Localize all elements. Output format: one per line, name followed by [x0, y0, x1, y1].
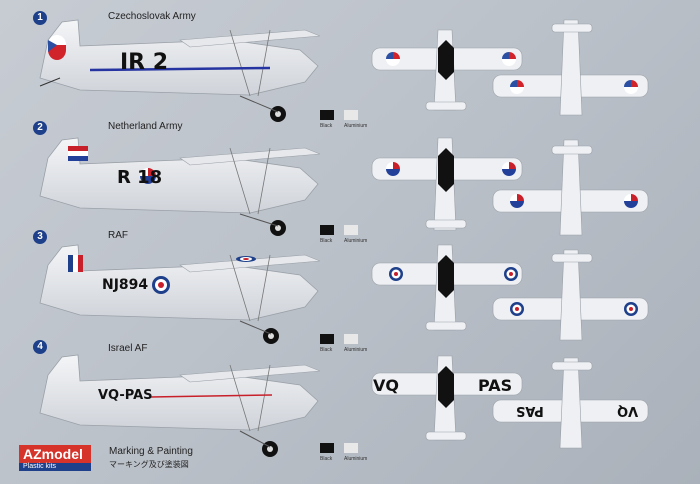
swatch-label: Aluminium	[344, 347, 368, 353]
aluminium-swatch	[344, 110, 358, 120]
plan-view-4-bottom	[492, 357, 649, 449]
swatch-label: Aluminium	[344, 456, 368, 462]
profile-title: Netherland Army	[108, 121, 183, 132]
black-swatch	[320, 225, 334, 235]
az-model-logo: AZmodel Plastic kits	[19, 445, 91, 471]
sheet-title: Marking & Painting	[109, 446, 193, 457]
logo-wordmark: AZmodel	[19, 445, 91, 463]
profile-number: 3	[33, 230, 47, 244]
plan-view-1-bottom	[492, 19, 649, 116]
swatch-label: Black	[320, 123, 333, 129]
swatch-label: Black	[320, 456, 333, 462]
side-profile-2	[39, 137, 321, 236]
plan-view-2-bottom	[492, 139, 649, 236]
black-swatch	[320, 334, 334, 344]
logo-tagline: Plastic kits	[19, 463, 91, 471]
aluminium-swatch	[344, 443, 358, 453]
black-swatch	[320, 110, 334, 120]
registration-1: IR 2	[120, 50, 169, 75]
black-swatch	[320, 443, 334, 453]
plan-view-1-top	[371, 29, 523, 111]
registration-4: VQ-PAS	[98, 388, 153, 403]
side-profile-3	[39, 244, 321, 344]
plan-view-2-top	[371, 137, 523, 231]
profile-title: Czechoslovak Army	[108, 11, 196, 22]
plan-view-3-top	[371, 244, 523, 331]
swatch-label: Black	[320, 238, 333, 244]
swatch-label: Black	[320, 347, 333, 353]
plan-view-3-bottom	[492, 249, 649, 341]
plan-underside-text-left: PAS	[516, 403, 544, 418]
swatch-label: Aluminium	[344, 123, 368, 129]
plan-underside-text-right: VQ	[617, 403, 639, 418]
aluminium-swatch	[344, 225, 358, 235]
profile-title: Israel AF	[108, 343, 148, 354]
registration-3: NJ894	[102, 277, 149, 293]
plan-text-left: VQ	[373, 376, 399, 395]
swatch-label: Aluminium	[344, 238, 368, 244]
registration-2: R 18	[117, 167, 163, 188]
plan-text-right: PAS	[478, 376, 513, 395]
profile-number: 1	[33, 11, 47, 25]
sheet-subtitle: マーキング及び塗装図	[109, 460, 189, 469]
profile-title: RAF	[108, 230, 128, 241]
side-profile-1	[39, 19, 321, 122]
side-profile-4	[39, 354, 321, 457]
profile-number: 4	[33, 340, 47, 354]
plan-view-4-top	[371, 355, 523, 441]
aluminium-swatch	[344, 334, 358, 344]
profile-number: 2	[33, 121, 47, 135]
